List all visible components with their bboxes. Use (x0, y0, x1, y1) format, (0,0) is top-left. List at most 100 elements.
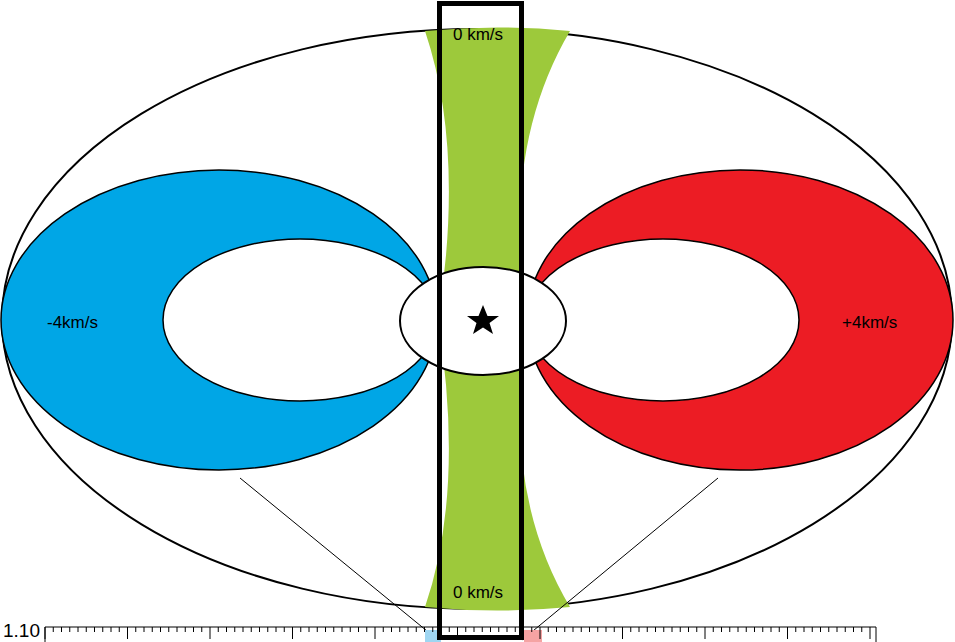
axis-tick (234, 627, 235, 632)
axis-tick (787, 627, 788, 639)
axis-tick (61, 627, 62, 632)
leader-line (240, 478, 438, 640)
axis-tick (804, 627, 805, 632)
axis-tick (210, 627, 211, 639)
axis-tick (342, 627, 343, 632)
velocity-label: +4km/s (842, 314, 897, 331)
axis-tick (556, 627, 557, 632)
axis-tick (284, 627, 285, 632)
red-patch (524, 630, 542, 642)
axis-tick (292, 627, 293, 639)
axis-tick (746, 627, 747, 632)
axis-tick (812, 627, 813, 632)
axis-tick (771, 627, 772, 632)
axis-tick (152, 627, 153, 632)
velocity-label: -4km/s (47, 314, 98, 331)
axis-tick (820, 627, 821, 632)
axis-tick (177, 627, 178, 632)
axis-tick (622, 627, 623, 639)
axis-tick (218, 627, 219, 632)
axis-tick (383, 627, 384, 632)
axis-tick (135, 627, 136, 632)
leader-line (522, 478, 718, 640)
axis-tick (630, 627, 631, 632)
axis-tick (102, 627, 103, 632)
axis-tick (251, 627, 252, 632)
axis-tick (696, 627, 697, 632)
axis-tick (845, 627, 846, 632)
axis-tick (507, 627, 508, 632)
axis-tick (853, 627, 854, 632)
axis-tick (540, 627, 541, 639)
axis-tick (399, 627, 400, 632)
axis-tick (688, 627, 689, 632)
axis-tick (762, 627, 763, 632)
axis-tick (325, 627, 326, 632)
axis-tick (672, 627, 673, 632)
axis-tick (705, 627, 706, 639)
axis-tick (597, 627, 598, 632)
axis-tick (474, 627, 475, 632)
axis-tick (78, 627, 79, 632)
axis-tick (358, 627, 359, 632)
axis-tick (606, 627, 607, 632)
axis-tick (424, 627, 425, 632)
axis-tick (779, 627, 780, 632)
velocity-label: 0 km/s (453, 584, 503, 601)
axis-tick (721, 627, 722, 632)
axis-tick (837, 627, 838, 632)
axis-tick (713, 627, 714, 632)
axis-tick (828, 627, 829, 632)
star-symbol (467, 305, 499, 334)
axis-tick (490, 627, 491, 632)
axis-tick (614, 627, 615, 632)
axis-tick (795, 627, 796, 632)
axis-tick (449, 627, 450, 632)
axis-tick (185, 627, 186, 632)
axis-tick (870, 627, 871, 639)
axis-tick (754, 627, 755, 632)
axis-tick (267, 627, 268, 632)
axis-tick (639, 627, 640, 632)
slit-box (440, 4, 522, 638)
axis-tick (564, 627, 565, 632)
axis-tick (465, 627, 466, 632)
axis-tick (45, 627, 46, 639)
axis-tick (111, 627, 112, 632)
axis-tick (160, 627, 161, 632)
axis-tick (86, 627, 87, 632)
axis-tick (581, 627, 582, 632)
axis-tick (375, 627, 376, 639)
central-ellipse (400, 267, 566, 375)
axis-tick (366, 627, 367, 632)
axis-tick (53, 627, 54, 632)
axis-tick (333, 627, 334, 632)
axis-tick (309, 627, 310, 632)
axis-tick (408, 627, 409, 632)
axis-tick (573, 627, 574, 632)
axis-tick (144, 627, 145, 632)
velocity-lobe: +4km/s (524, 168, 955, 474)
axis-tick (861, 627, 862, 632)
axis-tick (515, 627, 516, 632)
axis-tick (276, 627, 277, 632)
axis-tick (193, 627, 194, 632)
axis-tick (589, 627, 590, 632)
axis-tick (226, 627, 227, 632)
axis-tick (680, 627, 681, 632)
axis-tick (94, 627, 95, 632)
axis-tick (663, 627, 664, 632)
axis-value: 1.10 (3, 621, 40, 640)
axis-tick (69, 627, 70, 632)
axis-tick (647, 627, 648, 632)
axis-tick (548, 627, 549, 632)
axis-tick (729, 627, 730, 632)
axis-tick (201, 627, 202, 632)
axis-tick (655, 627, 656, 632)
axis-tick (317, 627, 318, 632)
axis-tick (432, 627, 433, 632)
axis-tick (498, 627, 499, 632)
axis-tick (416, 627, 417, 632)
axis-tick (482, 627, 483, 632)
